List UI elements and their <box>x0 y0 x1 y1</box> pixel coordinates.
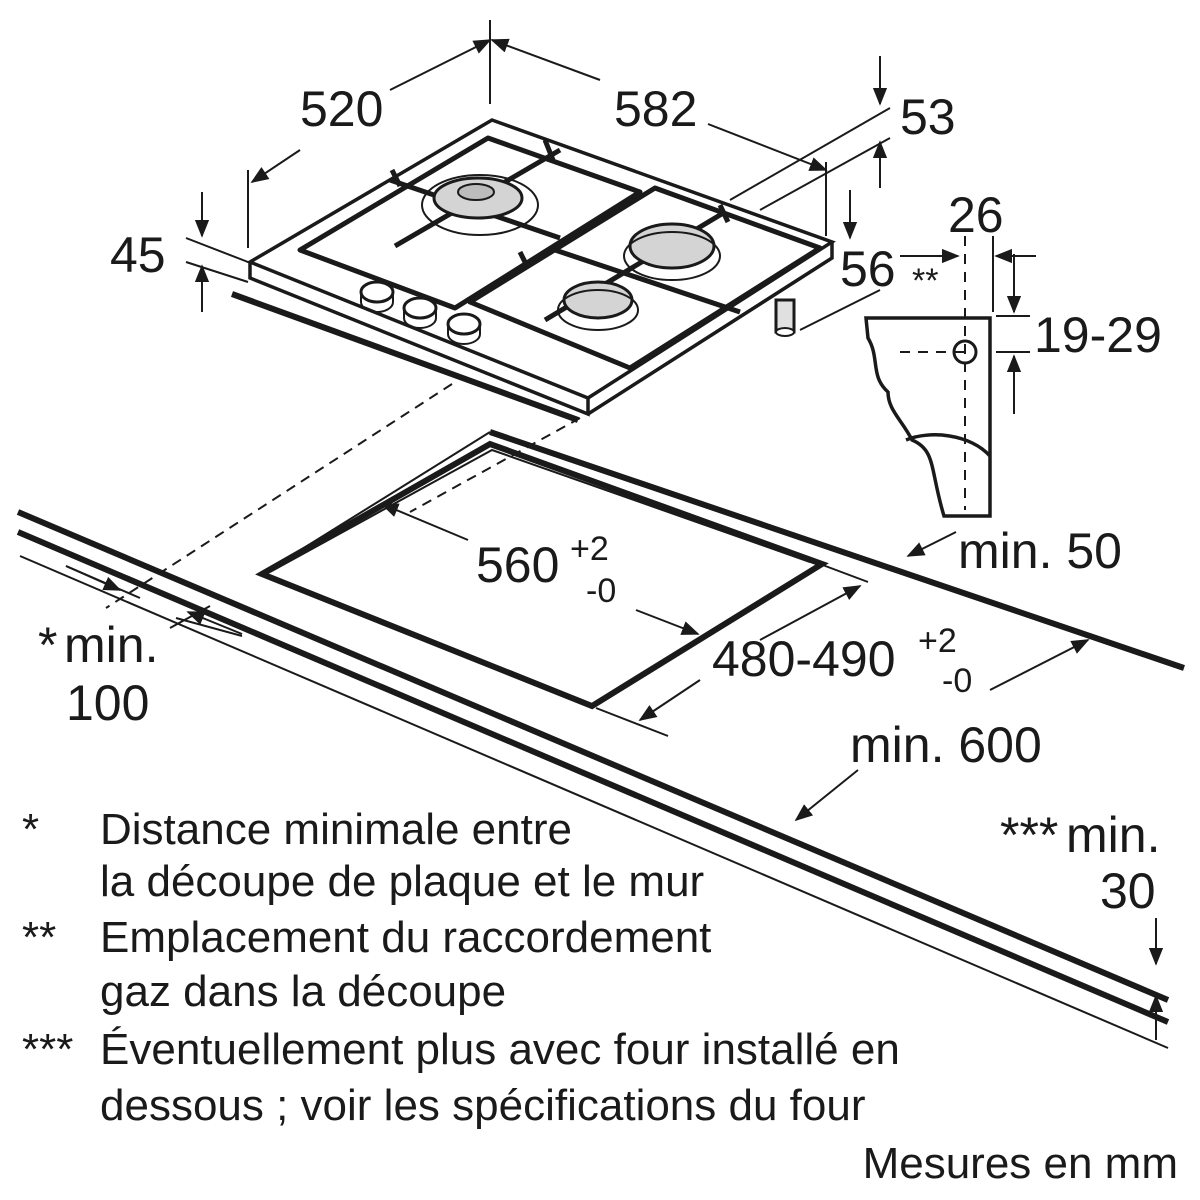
legend-line-2b: gaz dans la découpe <box>100 967 506 1016</box>
dim-width-label: 582 <box>614 81 697 137</box>
dimension-lines-hob <box>185 20 960 331</box>
burner-small <box>557 280 639 331</box>
dim-wall-min-label: min. 50 <box>958 523 1122 579</box>
gas-connector <box>774 298 796 337</box>
dim-bracket-range-label: 19-29 <box>1034 307 1162 363</box>
legend-line-3a: Éventuellement plus avec four installé e… <box>100 1025 900 1074</box>
knob-2 <box>402 296 438 329</box>
units-note: Mesures en mm <box>863 1139 1178 1188</box>
knob-3 <box>446 312 482 345</box>
knob-1 <box>359 280 395 313</box>
dim-cutout-width-tol-plus: +2 <box>570 530 609 568</box>
legend-line-1a: Distance minimale entre <box>100 805 572 854</box>
legend-line-2a: Emplacement du raccordement <box>100 913 711 962</box>
dim-bracket-width-label: 26 <box>948 187 1004 243</box>
dim-height-label: 45 <box>110 227 166 283</box>
dim-worktop-min-label: min. 600 <box>850 717 1042 773</box>
dim-cutout-depth-tol-minus: -0 <box>942 662 972 700</box>
dim-thickness-label: 53 <box>900 89 956 145</box>
legend-mark-1: * <box>22 805 39 854</box>
dimension-lines-cutout <box>65 503 1164 1040</box>
hob-side-edge <box>587 242 834 416</box>
legend-mark-2: ** <box>22 913 56 962</box>
legend-line-3b: dessous ; voir les spécifications du fou… <box>100 1081 866 1130</box>
dim-below-min-value: 30 <box>1100 863 1156 919</box>
burner-medium <box>623 222 721 281</box>
dim-connector-label: 56 <box>840 241 896 297</box>
control-knobs <box>359 280 482 345</box>
worktop <box>16 383 1185 1049</box>
legend-line-1b: la découpe de plaque et le mur <box>100 857 704 906</box>
dim-cutout-depth-tol-plus: +2 <box>918 622 957 660</box>
dim-below-min-label: min. <box>1066 807 1160 863</box>
dim-depth-label: 520 <box>300 81 383 137</box>
dim-front-min-mark: * <box>38 617 57 673</box>
pan-support-right <box>467 185 823 371</box>
dim-connector-mark: ** <box>912 262 938 300</box>
dim-front-min-label: min. <box>64 617 158 673</box>
hob <box>230 118 836 423</box>
dim-front-min-value: 100 <box>66 675 149 731</box>
dimension-labels: 520 582 53 45 56 ** 26 19-29 560 +2 -0 4… <box>38 81 1162 919</box>
dim-below-min-mark: *** <box>1000 807 1058 863</box>
legend: * Distance minimale entre la découpe de … <box>22 805 1178 1188</box>
burner-large <box>421 174 539 236</box>
hob-front-edge <box>248 262 590 417</box>
legend-mark-3: *** <box>22 1025 73 1074</box>
dim-cutout-width-label: 560 <box>476 537 559 593</box>
dim-cutout-width-tol-minus: -0 <box>586 572 616 610</box>
worktop-back-edge <box>489 429 1185 671</box>
hob-base-rim <box>230 291 580 423</box>
mounting-bracket <box>864 236 1036 518</box>
dim-cutout-depth-label: 480-490 <box>712 631 896 687</box>
